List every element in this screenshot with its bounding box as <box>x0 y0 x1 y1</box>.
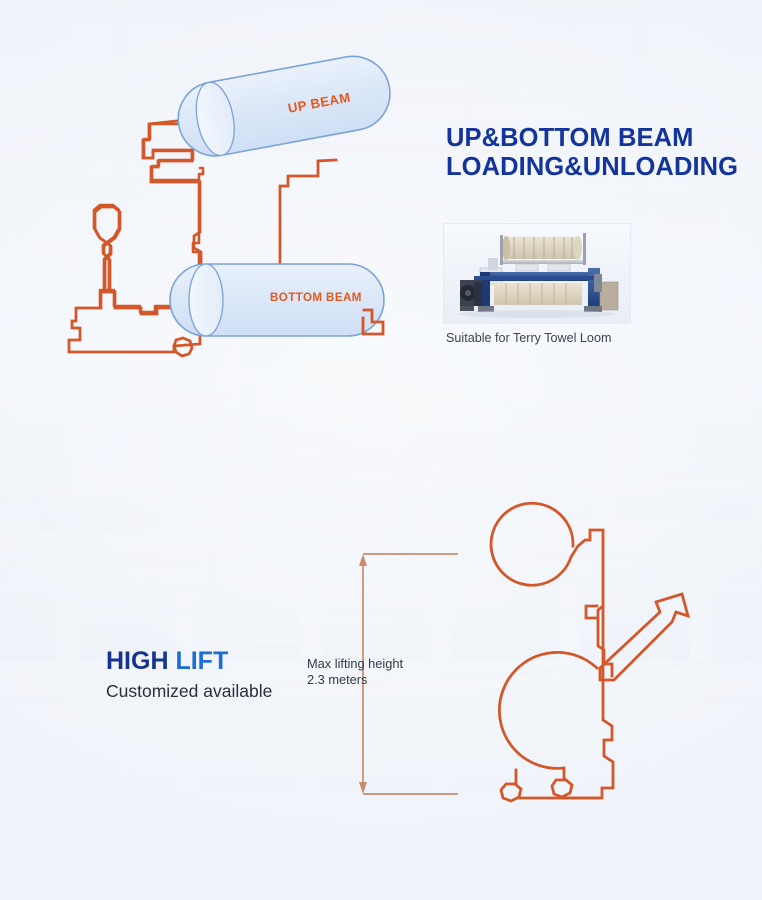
bottom-beam-shape <box>169 263 385 337</box>
high-lift-word-1: HIGH <box>106 647 169 675</box>
high-lift-word-2: LIFT <box>175 647 229 675</box>
bottom-beam-label: BOTTOM BEAM <box>270 291 362 304</box>
high-lift-outline <box>489 501 691 803</box>
top-title-block: UP&BOTTOM BEAM LOADING&UNLOADING <box>446 124 746 182</box>
photo-caption: Suitable for Terry Towel Loom <box>446 331 612 345</box>
up-beam-shape <box>177 55 391 157</box>
top-title-line-1: UP&BOTTOM BEAM <box>446 124 694 152</box>
beam-loading-diagram <box>67 55 391 358</box>
max-lifting-height-label: Max lifting height 2.3 meters <box>307 656 437 688</box>
loom-outline <box>67 116 218 358</box>
high-lift-diagram <box>359 501 691 803</box>
high-lift-subheading: Customized available <box>106 681 273 701</box>
terry-towel-loom-photo <box>444 224 630 323</box>
dimension-lines <box>362 553 458 795</box>
dimension-arrowheads <box>359 554 367 794</box>
high-lift-heading: HIGH LIFT <box>106 646 406 676</box>
beam-connector-arms <box>278 158 385 336</box>
dimension-label-line-2: 2.3 meters <box>307 672 368 687</box>
high-lift-text-block: HIGH LIFT Customized available <box>106 646 406 703</box>
dimension-label-line-1: Max lifting height <box>307 656 404 671</box>
top-title-line-2: LOADING&UNLOADING <box>446 153 739 181</box>
